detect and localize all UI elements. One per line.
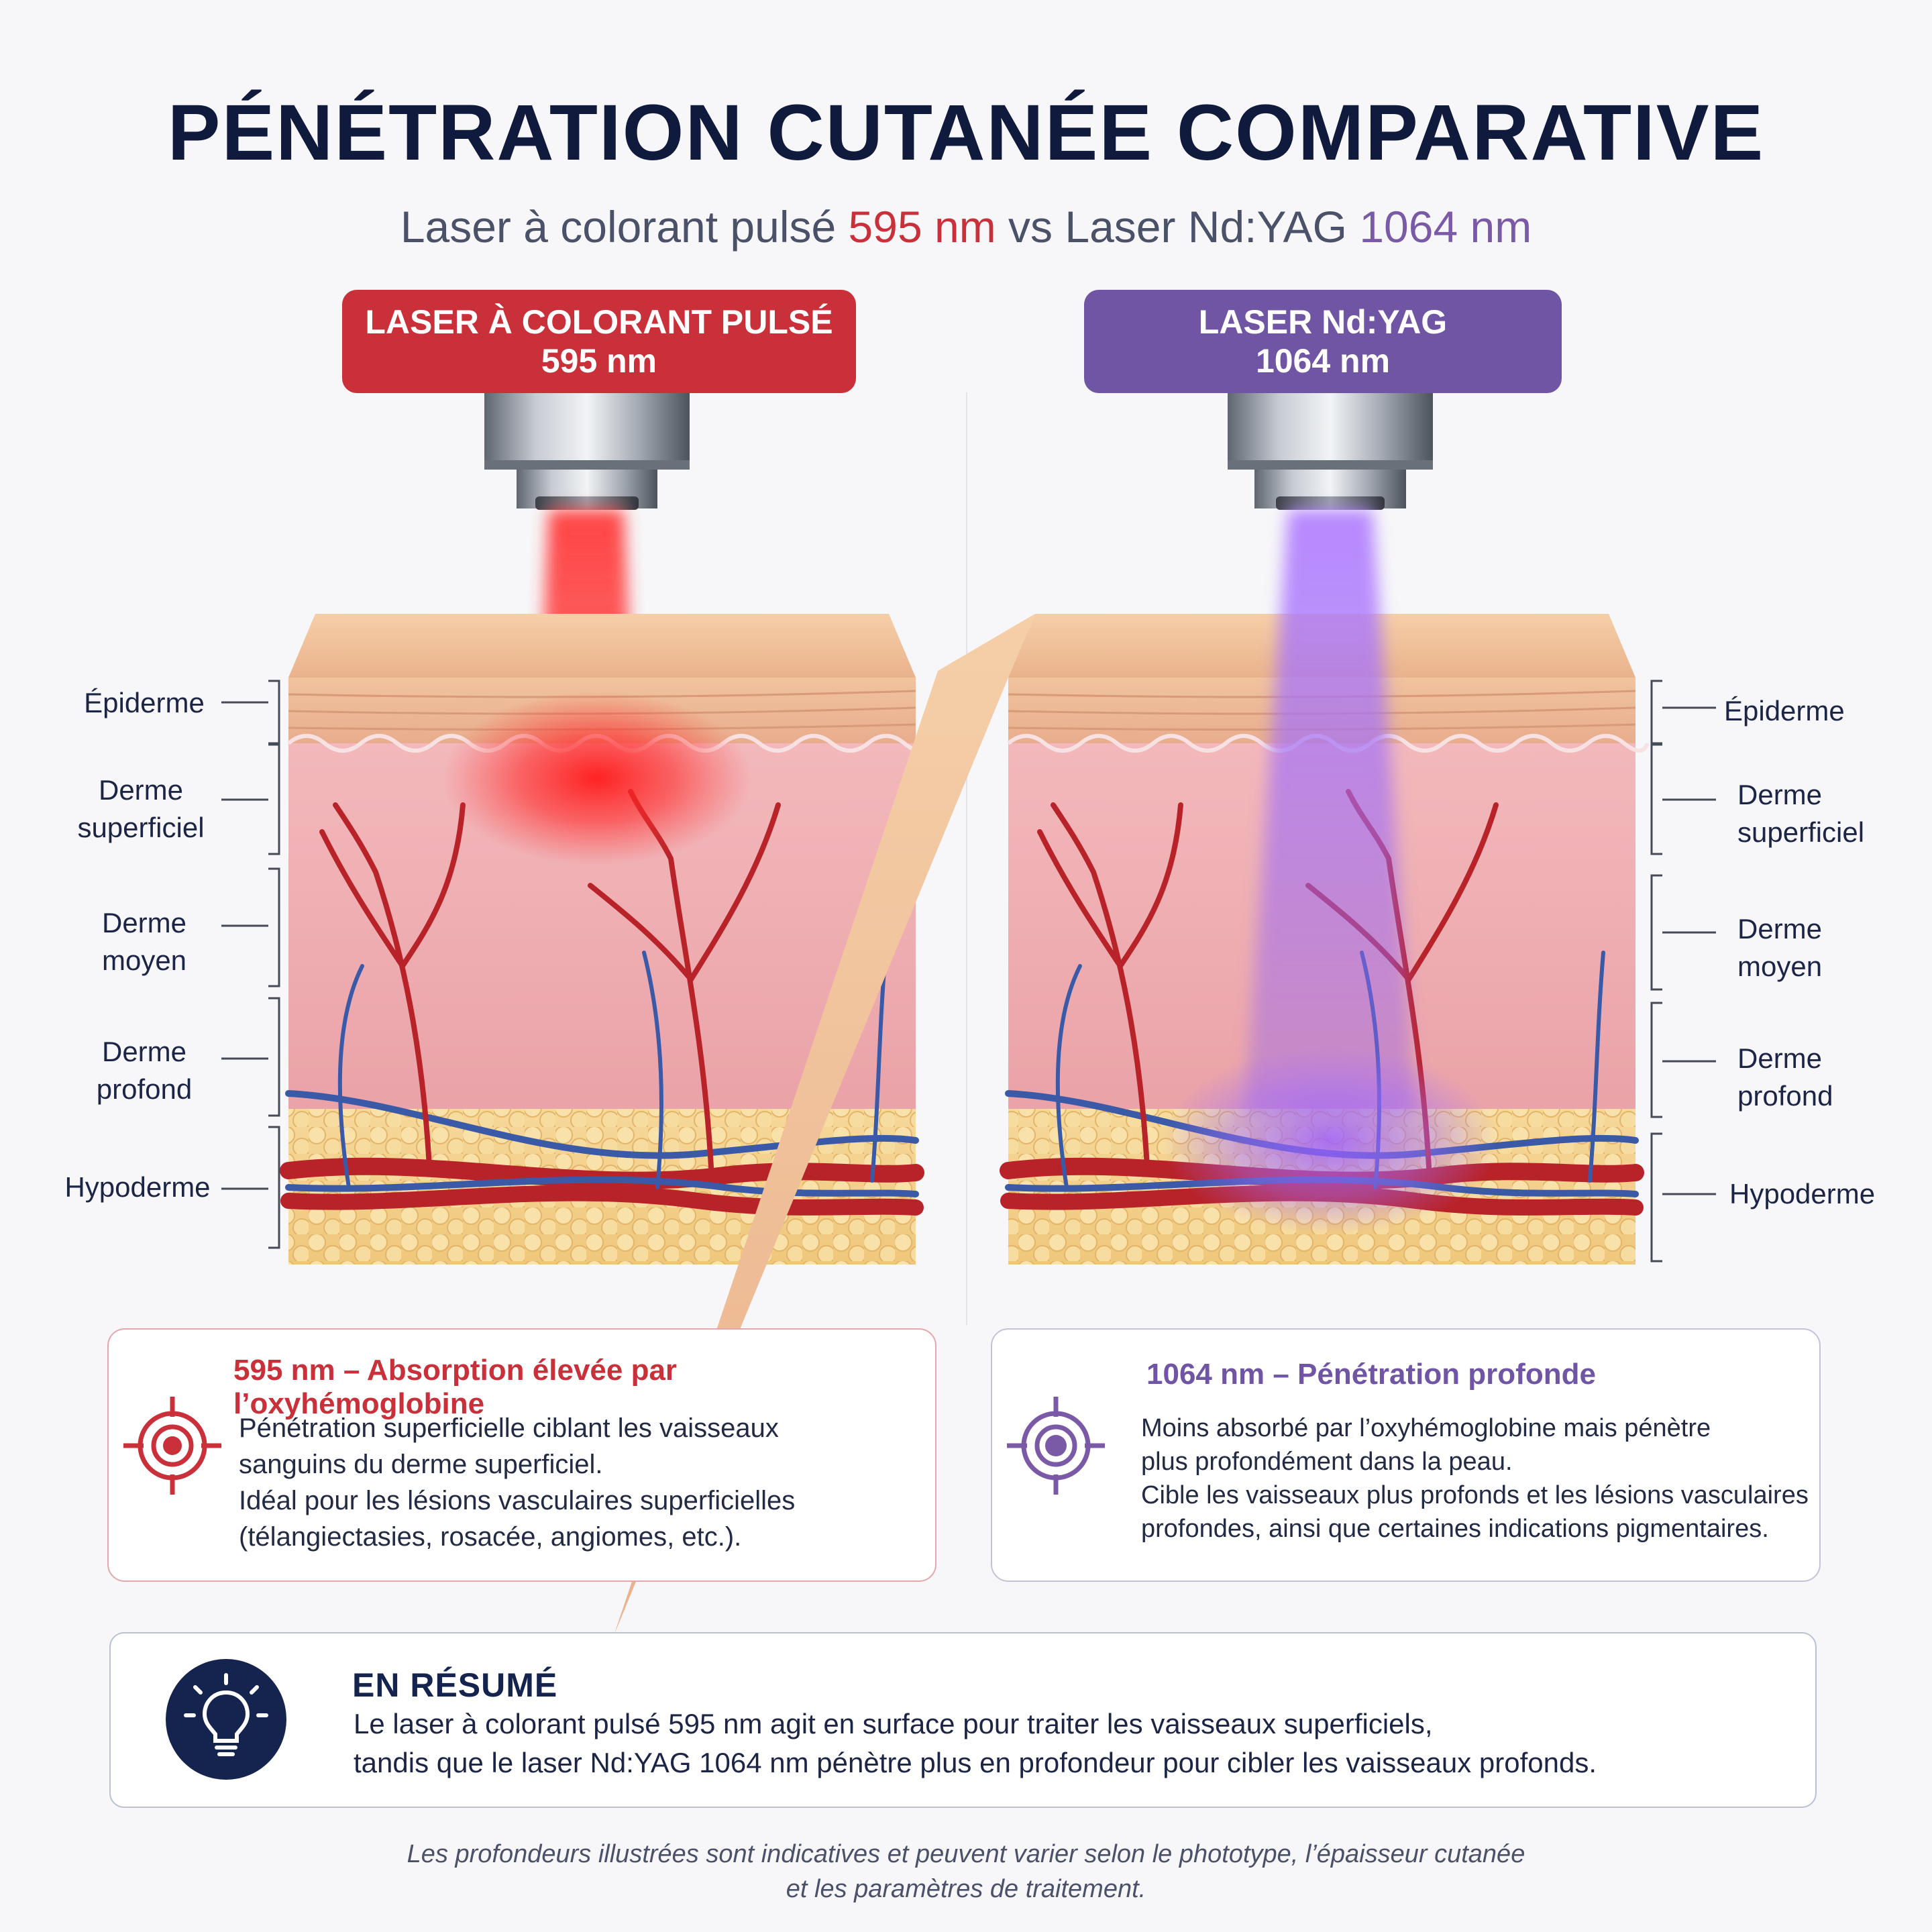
card-body-1064: Moins absorbé par l’oxyhémoglobine mais … — [1141, 1411, 1809, 1546]
subtitle-wavelength-595: 595 nm — [848, 202, 996, 252]
subtitle-wavelength-1064: 1064 nm — [1359, 202, 1532, 252]
label-derme-profond-right: Derme profond — [1737, 1040, 1833, 1115]
card-line: sanguins du derme superficiel. — [239, 1450, 603, 1479]
label-derme-profond-left: Derme profond — [74, 1033, 215, 1108]
subtitle-part-c: vs Laser Nd:YAG — [996, 202, 1360, 252]
label-line: superficiel — [1737, 816, 1865, 848]
panel-divider — [966, 392, 967, 1325]
absorption-zone-595 — [443, 691, 751, 865]
card-line: Cible les vaisseaux plus profonds et les… — [1141, 1481, 1809, 1509]
card-line: (télangiectasies, rosacée, angiomes, etc… — [239, 1522, 742, 1552]
label-line: Derme — [1737, 1042, 1823, 1074]
label-line: Derme — [1737, 913, 1823, 945]
lightbulb-icon — [166, 1659, 286, 1780]
handpiece-pulsed-dye — [484, 393, 690, 510]
card-line: plus profondément dans la peau. — [1141, 1448, 1513, 1476]
label-epiderme-left: Épiderme — [84, 687, 205, 718]
card-body-595: Pénétration superficielle ciblant les va… — [239, 1410, 795, 1555]
footnote-line: et les paramètres de traitement. — [786, 1875, 1146, 1903]
label-epiderme-right: Épiderme — [1724, 695, 1845, 727]
skin-block-right — [614, 510, 1650, 1635]
page-subtitle: Laser à colorant pulsé 595 nm vs Laser N… — [0, 201, 1932, 252]
laser-name-pulsed-dye: LASER À COLORANT PULSÉ — [365, 303, 833, 341]
handpiece-ndyag — [1228, 393, 1433, 510]
target-icon — [123, 1397, 221, 1495]
card-line: Moins absorbé par l’oxyhémoglobine mais … — [1141, 1414, 1711, 1442]
card-title-595: 595 nm – Absorption élevée par l’oxyhémo… — [233, 1354, 678, 1420]
label-line: Derme — [98, 774, 184, 806]
label-line: Derme — [101, 1036, 187, 1067]
label-derme-superficiel-left: Derme superficiel — [67, 771, 215, 847]
label-line: moyen — [101, 945, 187, 976]
laser-wavelength-1064: 1064 nm — [1255, 342, 1391, 380]
label-hypoderme-left: Hypoderme — [64, 1171, 211, 1203]
summary-title: EN RÉSUMÉ — [352, 1666, 558, 1704]
summary-line: Le laser à colorant pulsé 595 nm agit en… — [354, 1708, 1433, 1739]
label-derme-superficiel-right: Derme superficiel — [1737, 776, 1864, 851]
skin-block-left — [280, 614, 930, 1265]
card-title-1064: 1064 nm – Pénétration profonde — [1146, 1358, 1596, 1391]
subtitle-part-a: Laser à colorant pulsé — [400, 202, 849, 252]
card-line: Idéal pour les lésions vasculaires super… — [239, 1486, 796, 1515]
label-line: Derme — [101, 907, 187, 938]
layer-brackets-left — [221, 680, 280, 1249]
target-icon — [1007, 1397, 1105, 1495]
footnote-line: Les profondeurs illustrées sont indicati… — [407, 1840, 1525, 1868]
card-line: Pénétration superficielle ciblant les va… — [239, 1413, 779, 1443]
laser-badge-pulsed-dye: LASER À COLORANT PULSÉ 595 nm — [342, 290, 856, 393]
label-line: profond — [96, 1073, 193, 1105]
label-line: moyen — [1737, 951, 1823, 982]
label-line: profond — [1737, 1080, 1833, 1112]
card-line: profondes, ainsi que certaines indicatio… — [1141, 1515, 1769, 1543]
info-card-1064: 1064 nm – Pénétration profonde Moins abs… — [991, 1328, 1821, 1582]
laser-name-ndyag: LASER Nd:YAG — [1198, 303, 1448, 341]
label-line: Derme — [1737, 779, 1823, 810]
summary-line: tandis que le laser Nd:YAG 1064 nm pénèt… — [354, 1747, 1597, 1778]
summary-box: EN RÉSUMÉ Le laser à colorant pulsé 595 … — [109, 1632, 1817, 1808]
label-hypoderme-right: Hypoderme — [1729, 1178, 1876, 1210]
summary-text: Le laser à colorant pulsé 595 nm agit en… — [354, 1705, 1597, 1782]
label-line: superficiel — [77, 812, 205, 843]
label-derme-moyen-left: Derme moyen — [74, 904, 215, 979]
info-card-595: 595 nm – Absorption élevée par l’oxyhémo… — [107, 1328, 936, 1582]
beam-1064 — [1245, 510, 1415, 1114]
label-derme-moyen-right: Derme moyen — [1737, 910, 1822, 985]
layer-brackets-right — [1650, 680, 1716, 1263]
laser-badge-ndyag: LASER Nd:YAG 1064 nm — [1084, 290, 1562, 393]
footnote: Les profondeurs illustrées sont indicati… — [0, 1837, 1932, 1907]
laser-wavelength-595: 595 nm — [541, 342, 657, 380]
page-title: PÉNÉTRATION CUTANÉE COMPARATIVE — [167, 89, 1765, 177]
absorption-zone-1064 — [1163, 1046, 1498, 1234]
